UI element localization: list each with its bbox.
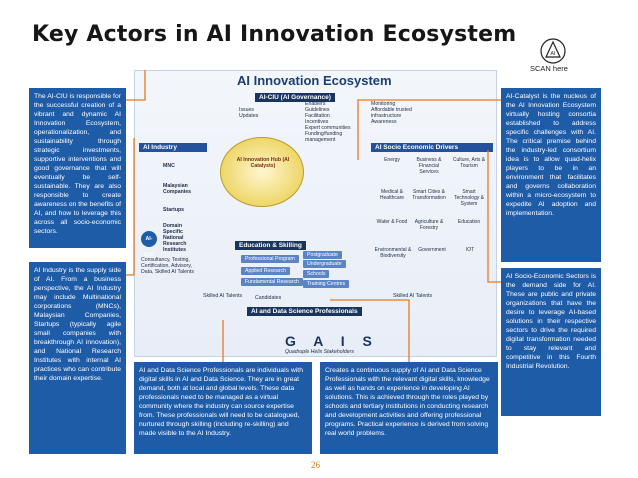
industry-mnc: MNC	[163, 163, 175, 169]
edu-postgraduate: Postgraduate	[303, 251, 342, 259]
scan-here-label: SCAN here	[530, 64, 568, 73]
skilled-talents-left: Skilled AI Talents	[203, 293, 243, 299]
socio-economic-description: AI Socio-Economic Sectors is the demand …	[501, 268, 601, 416]
skilled-talents-right: Skilled AI Talents	[393, 293, 433, 299]
logo-icon: AI	[540, 38, 566, 64]
candidates-label: Candidates	[255, 295, 282, 301]
page-title: Key Actors in AI Innovation Ecosystem	[32, 22, 517, 47]
professionals-description: AI and Data Science Professionals are in…	[134, 362, 312, 454]
edu-professional-program: Professional Program	[241, 255, 299, 263]
education-skilling-header: Education & Skilling	[235, 241, 306, 250]
professionals-header: AI and Data Science Professionals	[247, 307, 362, 316]
ai-coe-badge: AI-CoE	[141, 231, 157, 258]
ai-catalyst-description: AI-Catalyst is the nucleus of the AI Inn…	[501, 88, 601, 262]
edu-undergraduate: Undergraduate	[303, 260, 346, 268]
industry-startups: Startups	[163, 207, 185, 213]
gais-label: G A I S	[285, 333, 379, 349]
ai-socio-header: AI Socio Economic Drivers	[371, 143, 493, 152]
ai-industry-header: AI Industry	[139, 143, 207, 152]
hub-label: AI Innovation Hub (AI Catalysts)	[236, 157, 290, 169]
supply-description: Creates a continuous supply of AI and Da…	[320, 362, 498, 454]
edu-fundamental-research: Fundamental Research	[241, 278, 303, 286]
quadruple-helix-label: Quadruple Helix Stakeholders	[285, 349, 354, 355]
edu-schools: Schools	[303, 270, 330, 278]
innovation-hub	[220, 137, 304, 207]
ai-industry-description: AI Industry is the supply side of AI. Fr…	[29, 262, 126, 454]
industry-malaysian-companies: Malaysian Companies	[163, 183, 191, 195]
ai-ciu-header: AI-CIU (AI Governance)	[255, 93, 335, 102]
page-number: 26	[311, 460, 320, 470]
industry-services: Consultancy, Testing, Certification, Adv…	[141, 257, 194, 275]
industry-domain-specific: Domain Specific National Research Instit…	[163, 223, 187, 253]
edu-applied-research: Applied Research	[241, 267, 290, 275]
edu-training-centres: Training Centres	[303, 280, 350, 288]
diagram-title: AI Innovation Ecosystem	[237, 73, 392, 88]
svg-text:AI: AI	[551, 51, 556, 57]
ai-ciu-description: The AI-CIU is responsible for the succes…	[29, 88, 126, 248]
ecosystem-diagram: AI Innovation Ecosystem AI-CIU (AI Gover…	[134, 70, 497, 357]
